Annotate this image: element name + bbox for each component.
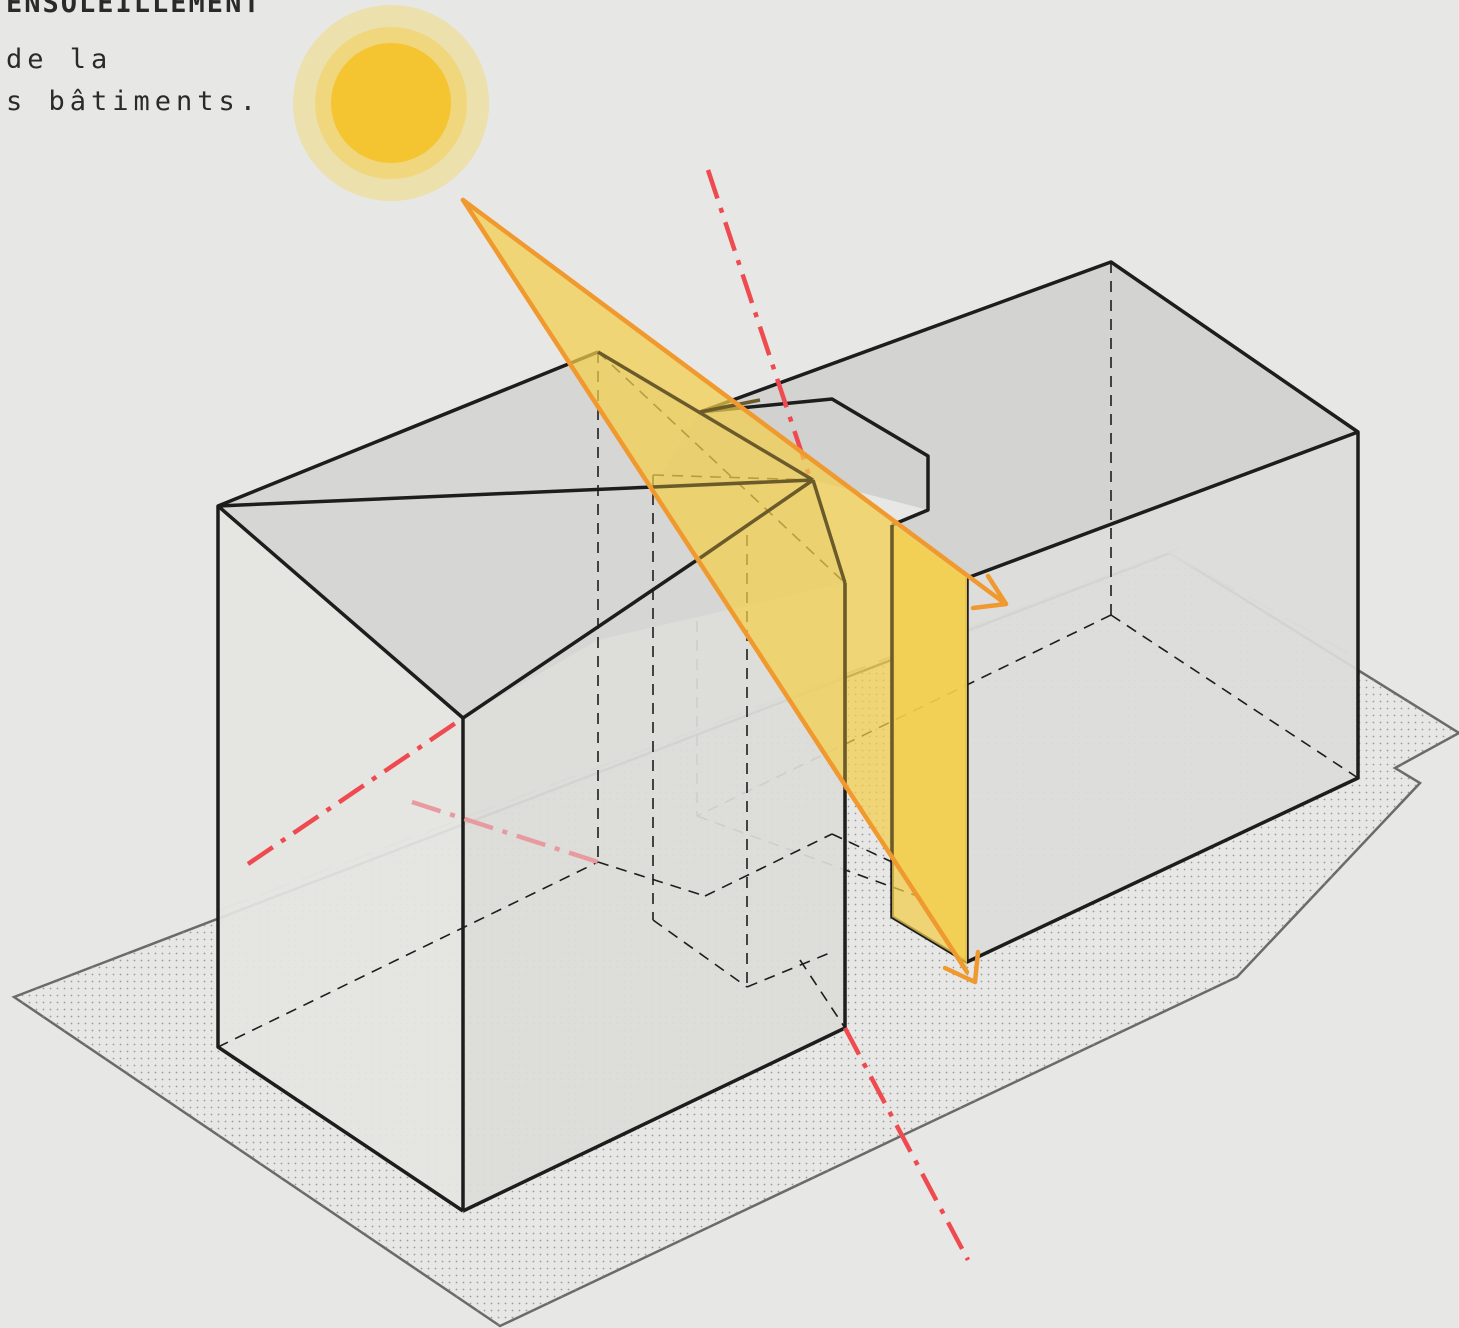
axis-line-left <box>246 716 465 866</box>
sun-ray-upper <box>460 197 1006 605</box>
axis-line-bottom <box>843 1026 970 1262</box>
building-left-front-face <box>218 506 463 1211</box>
axis-lines <box>246 169 970 1262</box>
sun-ray-lower <box>460 197 970 975</box>
roof-lines-through-ray <box>597 350 894 860</box>
sun-ray-plane <box>460 197 1009 985</box>
caption-line-1: de la <box>6 44 113 75</box>
sun-icon <box>293 5 489 201</box>
arrow-head-icon <box>942 949 981 985</box>
shadow-plane <box>892 525 967 962</box>
sun-ray-fill <box>463 200 1003 972</box>
building-left-side-face <box>463 583 845 1211</box>
building-right-front-face <box>967 432 1358 962</box>
arrow-head-icon <box>970 573 1009 611</box>
sun-ray-lines <box>460 197 1009 985</box>
caption-title: ENSOLEILLEMENT <box>6 0 262 19</box>
building-left-outline <box>216 350 930 1213</box>
axis-line-hidden <box>411 799 599 865</box>
caption-line-2: s bâtiments. <box>6 86 262 117</box>
building-right-roof <box>700 262 1358 578</box>
